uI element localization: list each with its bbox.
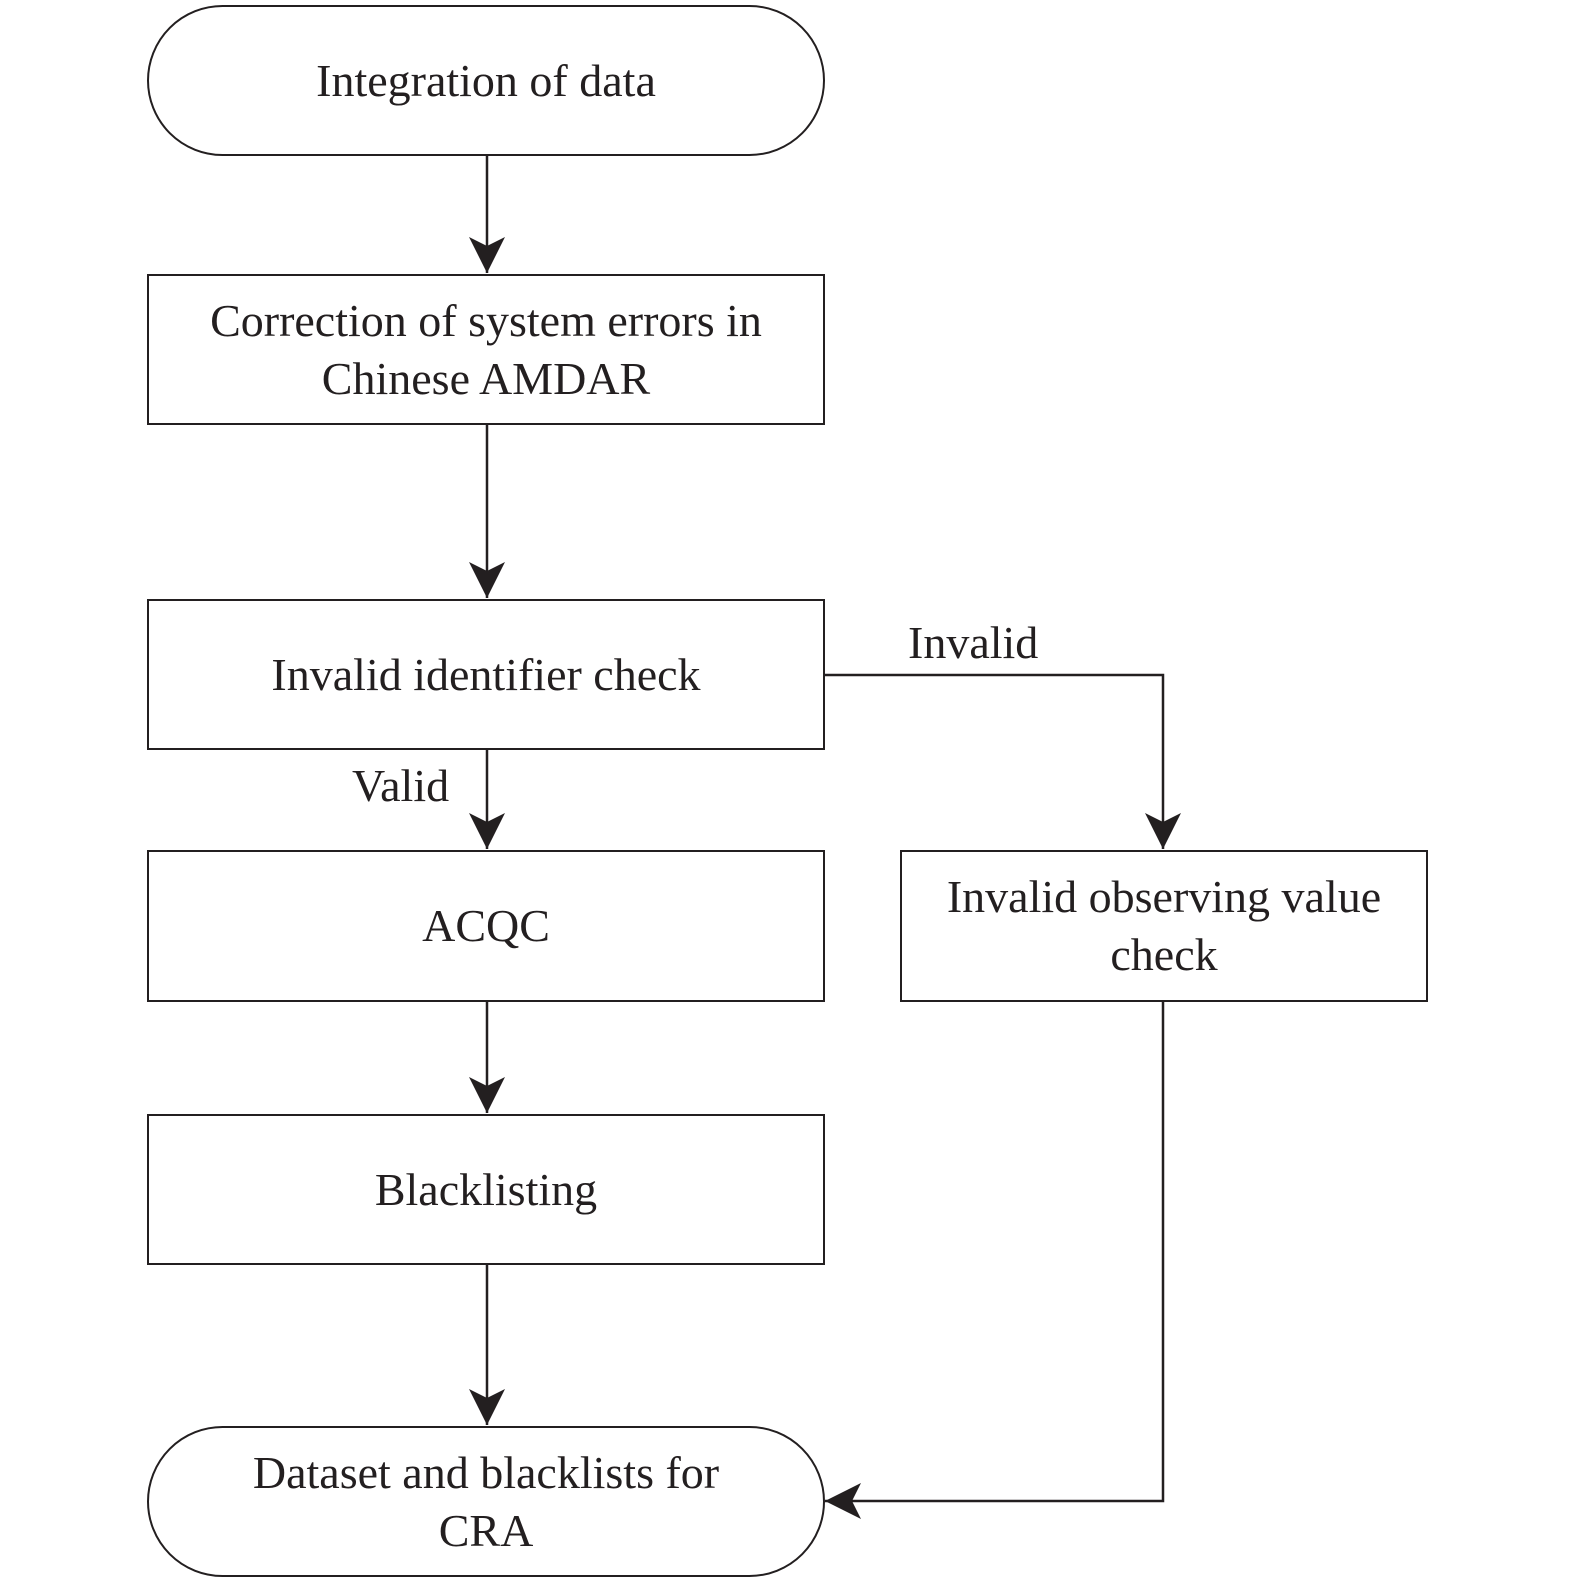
identifier-check-node-label: Invalid identifier check: [271, 648, 701, 700]
correction-node-label-line-2: Chinese AMDAR: [321, 352, 651, 404]
observing-check-node-label-line-2: check: [1110, 929, 1218, 980]
blacklisting-node: Blacklisting: [147, 1114, 825, 1265]
edge-identifier-check-to-observing-check: [825, 673, 1181, 849]
end-node-label-line-2: CRA: [438, 1504, 534, 1556]
observing-check-node-label-line-1: Invalid observing value: [946, 871, 1382, 922]
acqc-node-label: ACQC: [422, 900, 550, 951]
start-node-label: Integration of data: [316, 54, 656, 106]
edge-observing-check-to-end: [825, 1001, 1165, 1519]
correction-node-label-line-1: Correction of system errors in: [210, 294, 762, 346]
valid-branch-label: Valid: [352, 760, 450, 811]
identifier-check-node: Invalid identifier check: [147, 599, 825, 750]
end-node-label-line-1: Dataset and blacklists for: [252, 1446, 720, 1498]
invalid-branch-label: Invalid: [908, 617, 1039, 668]
end-terminal-node: Dataset and blacklists for CRA: [147, 1426, 825, 1577]
correction-process-node: Correction of system errors in Chinese A…: [147, 274, 825, 425]
blacklisting-node-label: Blacklisting: [374, 1163, 598, 1215]
observing-check-node: Invalid observing value check: [900, 850, 1428, 1002]
start-terminal-node: Integration of data: [147, 5, 825, 156]
acqc-node: ACQC: [147, 850, 825, 1002]
